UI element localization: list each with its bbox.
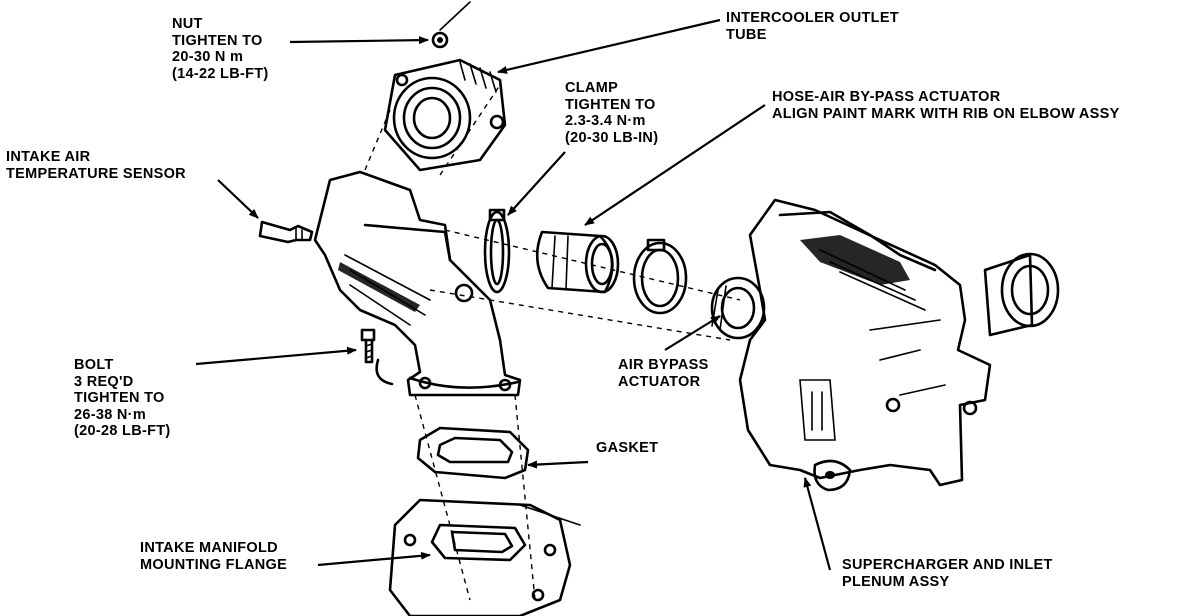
bolt-part bbox=[360, 328, 394, 386]
supercharger-assy bbox=[738, 198, 1060, 492]
clamp-left bbox=[483, 208, 511, 294]
bolt-label: BOLT 3 REQ'D TIGHTEN TO 26-38 N·m (20-28… bbox=[74, 357, 171, 439]
gasket-part bbox=[416, 426, 530, 480]
clamp-label: CLAMP TIGHTEN TO 2.3-3.4 N·m (20-30 LB-I… bbox=[565, 80, 659, 146]
nut-part bbox=[431, 31, 449, 49]
clamp-leader bbox=[507, 151, 566, 216]
supercharger-leader bbox=[803, 477, 832, 571]
nut-leader bbox=[289, 36, 429, 45]
intercooler-outlet-tube bbox=[383, 58, 507, 172]
intake-manifold-flange-label: INTAKE MANIFOLD MOUNTING FLANGE bbox=[140, 540, 288, 573]
intake-air-temperature-sensor bbox=[258, 220, 314, 244]
supercharger-label: SUPERCHARGER AND INLET PLENUM ASSY bbox=[842, 557, 1053, 590]
bolt-leader bbox=[195, 346, 357, 366]
intake-elbow-assy bbox=[313, 170, 522, 397]
actuator-leader bbox=[664, 315, 721, 351]
intercooler-outlet-tube-label: INTERCOOLER OUTLET TUBE bbox=[726, 10, 899, 43]
hose-leader bbox=[584, 104, 766, 226]
air-bypass-actuator-label: AIR BYPASS ACTUATOR bbox=[618, 357, 709, 390]
intercooler-leader bbox=[497, 18, 721, 74]
nut-label: NUT TIGHTEN TO 20-30 N m (14-22 LB-FT) bbox=[172, 16, 269, 82]
gasket-label: GASKET bbox=[596, 440, 659, 456]
flange-leader bbox=[317, 551, 431, 567]
gasket-leader bbox=[527, 460, 589, 469]
sensor-leader bbox=[217, 179, 259, 219]
intake-manifold-flange bbox=[388, 498, 581, 616]
hose-air-bypass-label: HOSE-AIR BY-PASS ACTUATOR ALIGN PAINT MA… bbox=[772, 89, 1120, 122]
clamp-right bbox=[632, 238, 688, 315]
hose-air-bypass bbox=[535, 230, 620, 294]
alignment-lines bbox=[364, 1, 741, 601]
air-bypass-actuator bbox=[710, 276, 766, 340]
leader-lines bbox=[195, 18, 832, 571]
intake-air-temperature-sensor-label: INTAKE AIR TEMPERATURE SENSOR bbox=[6, 149, 186, 182]
